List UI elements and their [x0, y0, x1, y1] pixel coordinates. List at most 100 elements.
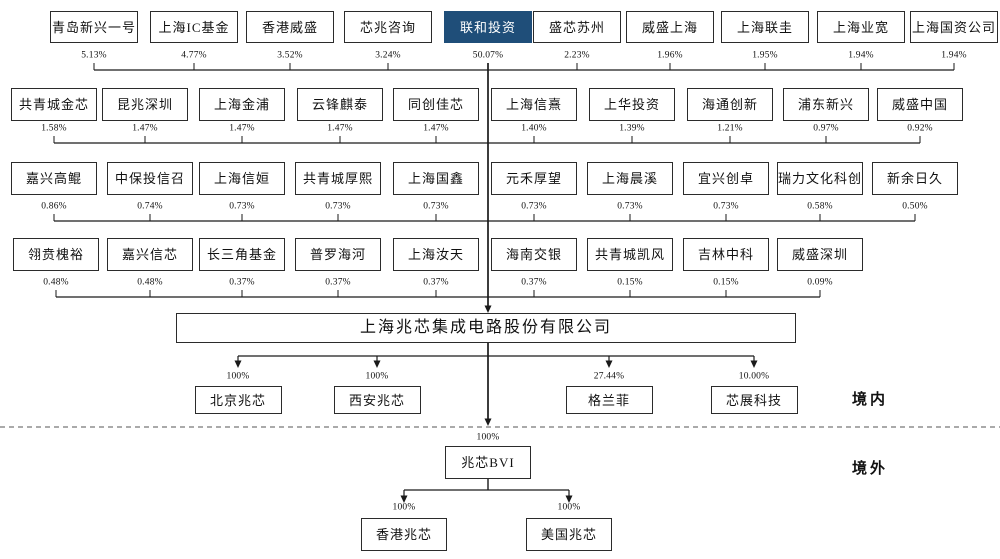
shareholder-box: 普罗海河 — [295, 238, 381, 271]
shareholder-box: 嘉兴高鲲 — [11, 162, 97, 195]
ownership-percentage: 0.97% — [813, 123, 839, 134]
ownership-percentage: 1.39% — [619, 123, 645, 134]
ownership-percentage: 1.94% — [848, 50, 874, 61]
ownership-percentage: 0.58% — [807, 201, 833, 212]
ownership-percentage: 1.95% — [752, 50, 778, 61]
arrowhead-down-icon — [484, 418, 492, 426]
ownership-percentage: 1.40% — [521, 123, 547, 134]
shareholder-box: 威盛上海 — [626, 11, 714, 43]
ownership-percentage: 0.73% — [617, 201, 643, 212]
ownership-percentage: 0.37% — [325, 277, 351, 288]
subsidiary-box: 香港兆芯 — [361, 518, 447, 551]
ownership-percentage: 0.15% — [617, 277, 643, 288]
ownership-percentage: 3.52% — [277, 50, 303, 61]
shareholder-box: 上海金浦 — [199, 88, 285, 121]
ownership-percentage: 1.47% — [229, 123, 255, 134]
shareholder-box: 同创佳芯 — [393, 88, 479, 121]
ownership-percentage: 5.13% — [81, 50, 107, 61]
ownership-percentage: 100% — [226, 371, 250, 382]
ownership-percentage: 0.37% — [521, 277, 547, 288]
ownership-percentage: 0.92% — [907, 123, 933, 134]
ownership-percentage: 0.73% — [521, 201, 547, 212]
shareholder-box: 威盛深圳 — [777, 238, 863, 271]
ownership-percentage: 0.37% — [423, 277, 449, 288]
ownership-percentage: 0.37% — [229, 277, 255, 288]
ownership-percentage: 1.21% — [717, 123, 743, 134]
shareholder-box: 吉林中科 — [683, 238, 769, 271]
shareholder-box: 盛芯苏州 — [533, 11, 621, 43]
ownership-percentage: 10.00% — [738, 371, 770, 382]
shareholder-box: 浦东新兴 — [783, 88, 869, 121]
ownership-percentage: 1.47% — [132, 123, 158, 134]
shareholder-box: 共青城金芯 — [11, 88, 97, 121]
shareholder-box: 昆兆深圳 — [102, 88, 188, 121]
ownership-percentage: 0.73% — [713, 201, 739, 212]
ownership-percentage: 100% — [392, 502, 416, 513]
arrowhead-down-icon — [565, 495, 573, 503]
ownership-percentage: 50.07% — [472, 50, 504, 61]
shareholder-box: 联和投资 — [444, 11, 532, 43]
subsidiary-box: 芯展科技 — [710, 386, 798, 414]
shareholder-box: 上海业宽 — [817, 11, 905, 43]
arrowhead-down-icon — [373, 360, 381, 368]
ownership-percentage: 0.86% — [41, 201, 67, 212]
shareholder-box: 上海信姮 — [199, 162, 285, 195]
shareholder-box: 中保投信召 — [107, 162, 193, 195]
ownership-percentage: 1.96% — [657, 50, 683, 61]
shareholder-box: 上华投资 — [589, 88, 675, 121]
ownership-percentage: 0.50% — [902, 201, 928, 212]
shareholder-box: 长三角基金 — [199, 238, 285, 271]
ownership-percentage: 0.74% — [137, 201, 163, 212]
shareholder-box: 上海IC基金 — [150, 11, 238, 43]
arrowhead-down-icon — [234, 360, 242, 368]
shareholder-box: 翎贲槐裕 — [13, 238, 99, 271]
ownership-percentage: 0.48% — [137, 277, 163, 288]
shareholder-box: 宜兴创卓 — [683, 162, 769, 195]
shareholder-box: 云锋麒泰 — [297, 88, 383, 121]
region-label-overseas: 境外 — [852, 461, 889, 477]
ownership-percentage: 0.09% — [807, 277, 833, 288]
shareholder-box: 上海国鑫 — [393, 162, 479, 195]
shareholder-box: 上海国资公司 — [910, 11, 998, 43]
shareholder-box: 共青城厚熙 — [295, 162, 381, 195]
arrowhead-down-icon — [400, 495, 408, 503]
ownership-percentage: 100% — [365, 371, 389, 382]
ownership-percentage: 27.44% — [593, 371, 625, 382]
shareholder-box: 上海联圭 — [721, 11, 809, 43]
arrowhead-down-icon — [484, 305, 492, 313]
shareholder-box: 上海晨溪 — [587, 162, 673, 195]
ownership-percentage: 0.48% — [43, 277, 69, 288]
shareholder-box: 元禾厚望 — [491, 162, 577, 195]
ownership-percentage: 4.77% — [181, 50, 207, 61]
bvi-subsidiary-box: 兆芯BVI — [445, 446, 531, 479]
subsidiary-box: 北京兆芯 — [194, 386, 282, 414]
ownership-percentage: 0.73% — [423, 201, 449, 212]
arrowhead-down-icon — [750, 360, 758, 368]
ownership-percentage: 3.24% — [375, 50, 401, 61]
shareholder-box: 嘉兴信芯 — [107, 238, 193, 271]
shareholder-box: 青岛新兴一号 — [50, 11, 138, 43]
ownership-percentage: 1.47% — [423, 123, 449, 134]
subsidiary-box: 格兰菲 — [565, 386, 653, 414]
subsidiary-box: 美国兆芯 — [526, 518, 612, 551]
shareholder-box: 威盛中国 — [877, 88, 963, 121]
ownership-percentage: 1.47% — [327, 123, 353, 134]
arrowhead-down-icon — [605, 360, 613, 368]
ownership-percentage: 1.58% — [41, 123, 67, 134]
shareholder-box: 海南交银 — [491, 238, 577, 271]
ownership-percentage: 0.73% — [229, 201, 255, 212]
ownership-percentage: 1.94% — [941, 50, 967, 61]
shareholder-box: 海通创新 — [687, 88, 773, 121]
shareholder-box: 香港威盛 — [246, 11, 334, 43]
subsidiary-box: 西安兆芯 — [333, 386, 421, 414]
shareholder-box: 上海信熹 — [491, 88, 577, 121]
shareholder-box: 新余日久 — [872, 162, 958, 195]
region-label-domestic: 境内 — [852, 392, 889, 408]
ownership-percentage: 100% — [476, 432, 500, 443]
ownership-percentage: 0.73% — [325, 201, 351, 212]
shareholder-box: 共青城凯风 — [587, 238, 673, 271]
shareholder-box: 芯兆咨询 — [344, 11, 432, 43]
